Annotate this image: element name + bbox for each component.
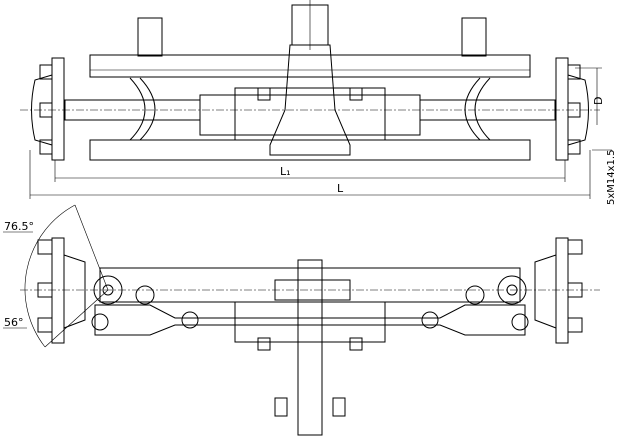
dim-l-label: L — [337, 182, 344, 195]
upper-arm — [99, 267, 521, 303]
bolt — [461, 17, 487, 57]
upper-beam — [89, 54, 531, 78]
left-flange — [51, 237, 65, 344]
left-flange — [51, 57, 65, 161]
lower-beam — [89, 139, 531, 161]
bottom-view: 76.5° 56° — [3, 204, 600, 436]
angle-lower-label: 56° — [4, 316, 24, 329]
thread-spec-label: 5xM14x1.5 — [606, 150, 617, 205]
left-pivot — [93, 275, 123, 305]
right-flange — [555, 57, 569, 161]
central-plate — [297, 259, 323, 436]
bolt — [137, 17, 163, 57]
right-tie-rod — [419, 99, 556, 121]
pedestal — [269, 44, 351, 156]
lower-arm — [94, 304, 526, 336]
angle-upper-label: 76.5° — [4, 220, 34, 233]
central-tube — [199, 94, 421, 136]
angle-arc — [24, 204, 76, 348]
right-pivot — [497, 275, 527, 305]
top-view: L₁ L D 5xM14x1.5 — [20, 0, 617, 205]
dim-d-label: D — [592, 97, 605, 105]
dim-l1-label: L₁ — [280, 165, 291, 178]
right-flange — [555, 237, 569, 344]
left-tie-rod — [64, 99, 201, 121]
